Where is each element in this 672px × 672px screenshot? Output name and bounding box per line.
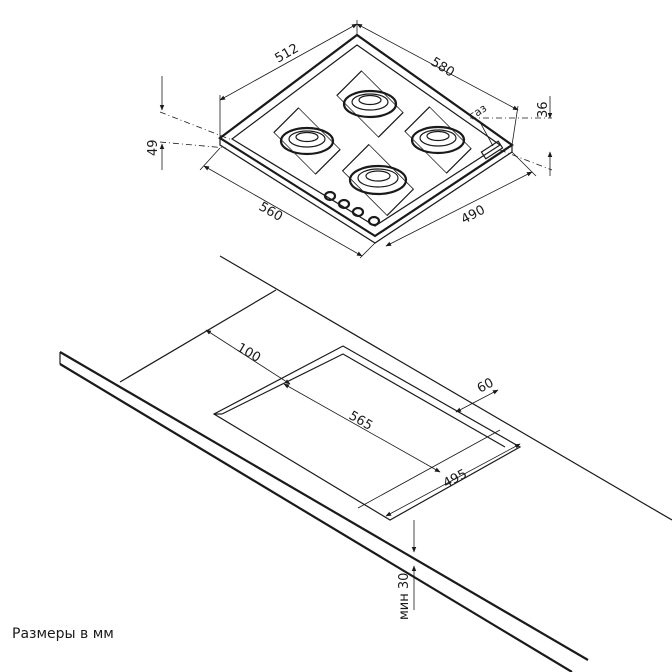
dim-line-495 — [385, 443, 521, 517]
gas-leader — [480, 123, 494, 147]
dim-line-490 — [385, 171, 533, 247]
hob-inner-frame — [230, 44, 502, 227]
burner-front — [341, 143, 415, 217]
hob-drawing: газ 512 580 36 49 560 490 — [146, 20, 553, 259]
dim-490: 490 — [459, 203, 488, 228]
knob-4 — [367, 215, 381, 227]
dim-560: 560 — [256, 199, 285, 224]
countertop-front-bottom — [59, 363, 573, 672]
gas-connector — [480, 140, 504, 160]
dim-100: 100 — [234, 340, 263, 365]
dim-min-30: мин 30 — [397, 573, 412, 620]
dim-565: 565 — [346, 408, 375, 433]
gas-label: газ — [467, 102, 490, 123]
hob-plate-edge — [219, 138, 513, 244]
burner-rear — [336, 70, 404, 138]
dim-line-580 — [356, 23, 519, 111]
dim-line-512 — [219, 23, 358, 101]
dim-36: 36 — [536, 101, 551, 118]
dim-580: 580 — [428, 55, 457, 81]
dim-line-60 — [455, 389, 499, 413]
dim-line-560 — [203, 165, 363, 257]
dim-60: 60 — [475, 376, 497, 397]
countertop-back-edge — [219, 255, 672, 521]
countertop-drawing: 100 565 495 60 мин 30 — [59, 255, 672, 672]
units-caption: Размеры в мм — [12, 626, 114, 642]
dim-49: 49 — [146, 139, 161, 156]
knob-3 — [351, 206, 365, 218]
burner-right — [404, 106, 472, 174]
dim-line-100 — [205, 329, 291, 385]
cutout-inner-edge — [221, 353, 506, 448]
countertop-front-top — [59, 351, 589, 661]
dim-495: 495 — [441, 467, 470, 492]
burner-left — [273, 107, 341, 175]
countertop-left-edge — [119, 289, 277, 383]
